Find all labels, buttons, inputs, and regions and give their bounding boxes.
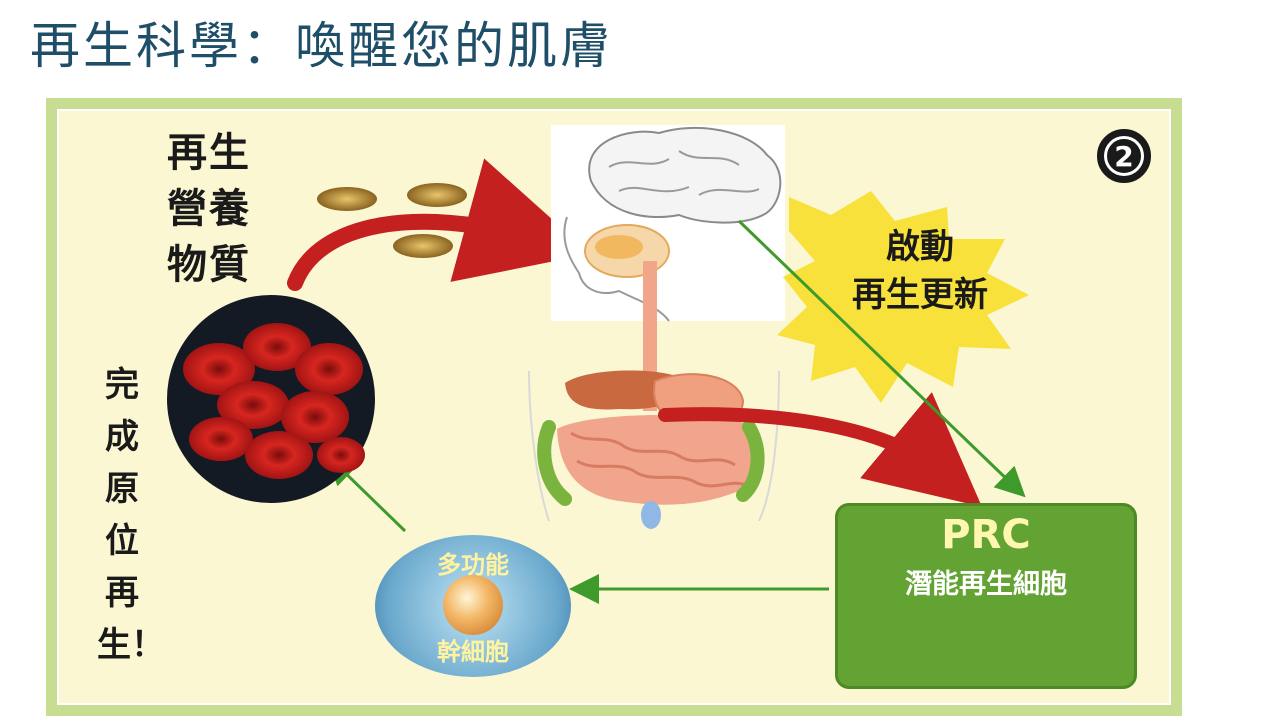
stemcell-to-rbc-arrow — [326, 454, 407, 533]
stem-cell-illustration: 多功能 幹細胞 — [375, 535, 571, 677]
nutrient-arrow — [287, 158, 591, 291]
step-number-badge: 2 — [1097, 129, 1151, 183]
red-blood-cells-illustration — [167, 295, 375, 503]
human-body-illustration — [528, 125, 785, 529]
stem-cell-top-label: 多功能 — [437, 551, 509, 579]
nutrients-label: 再生 營養 物質 — [167, 130, 251, 288]
diagram-illustration — [167, 125, 1054, 679]
prc-box: PRC 潛能再生細胞 — [835, 503, 1137, 689]
diagram-panel: 再生 營養 物質 2 啟動 再生更新 PRC 潛能再生細胞 多功能 幹細胞 完成… — [46, 98, 1182, 716]
brain-to-prc-arrow — [737, 219, 1026, 498]
stem-cell-nucleus — [443, 575, 503, 635]
stem-cell-bottom-label: 幹細胞 — [437, 638, 509, 666]
diagram-canvas: 再生 營養 物質 2 啟動 再生更新 PRC 潛能再生細胞 多功能 幹細胞 完成… — [57, 109, 1171, 705]
activation-label: 啟動 再生更新 — [852, 227, 988, 315]
prc-subtitle: 潛能再生細胞 — [905, 569, 1067, 600]
step-number: 2 — [1104, 136, 1144, 176]
regeneration-label: 完成原位再生！ — [97, 365, 165, 665]
slide-title: 再生科學：喚醒您的肌膚 — [30, 17, 613, 75]
digestion-arrow — [658, 392, 983, 507]
prc-title: PRC — [941, 512, 1031, 558]
activation-burst — [777, 191, 1029, 403]
